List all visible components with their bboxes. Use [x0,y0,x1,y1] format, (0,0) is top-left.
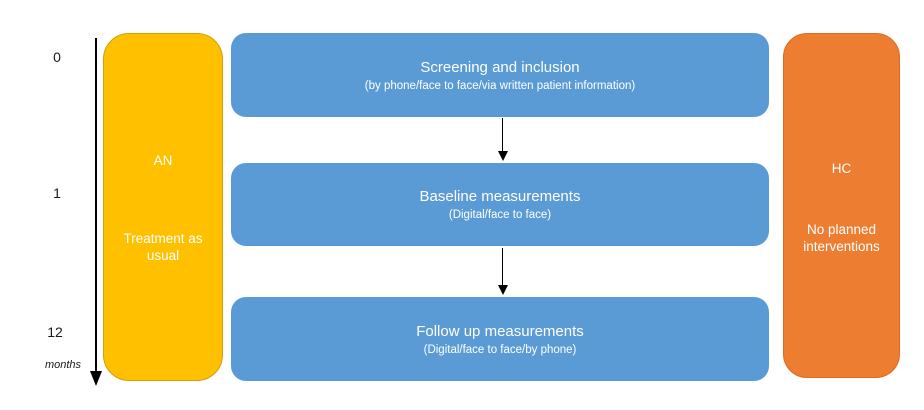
timeline-tick-12: 12 [47,324,63,340]
arm-an-description-line-1: Treatment as [123,231,203,246]
step-followup-title: Follow up measurements [416,322,584,340]
arm-an-description: Treatment as usual [104,230,222,264]
timeline-tick-0: 0 [53,49,61,65]
connector-arrow-2-line [502,248,504,287]
connector-arrow-1-line [502,118,504,154]
step-screening-box: Screening and inclusion (by phone/face t… [231,33,769,117]
timeline-arrowhead-icon [89,371,102,386]
arm-hc-description: No planned interventions [784,221,899,255]
arm-hc-description-line-1: No planned [806,222,877,237]
arm-an-box: AN Treatment as usual [103,33,223,381]
step-baseline-subtitle: (Digital/face to face) [448,209,552,221]
connector-arrow-2-arrowhead-icon [497,285,508,295]
timeline-tick-1: 1 [53,185,61,201]
step-screening-title: Screening and inclusion [420,58,580,76]
connector-arrow-1-arrowhead-icon [497,151,508,161]
arm-hc-description-line-2: interventions [803,239,880,254]
step-followup-box: Follow up measurements (Digital/face to … [231,297,769,381]
step-followup-subtitle: (Digital/face to face/by phone) [423,343,577,356]
timeline-unit-label: months [44,359,82,371]
step-baseline-title: Baseline measurements [419,188,581,205]
arm-an-abbrev: AN [153,153,173,168]
step-screening-subtitle: (by phone/face to face/via written patie… [364,79,636,92]
arm-an-description-line-2: usual [146,248,180,263]
arm-hc-abbrev: HC [831,161,852,176]
timeline-axis-line [95,38,97,372]
arm-hc-box: HC No planned interventions [783,33,900,378]
step-baseline-box: Baseline measurements (Digital/face to f… [231,163,769,246]
